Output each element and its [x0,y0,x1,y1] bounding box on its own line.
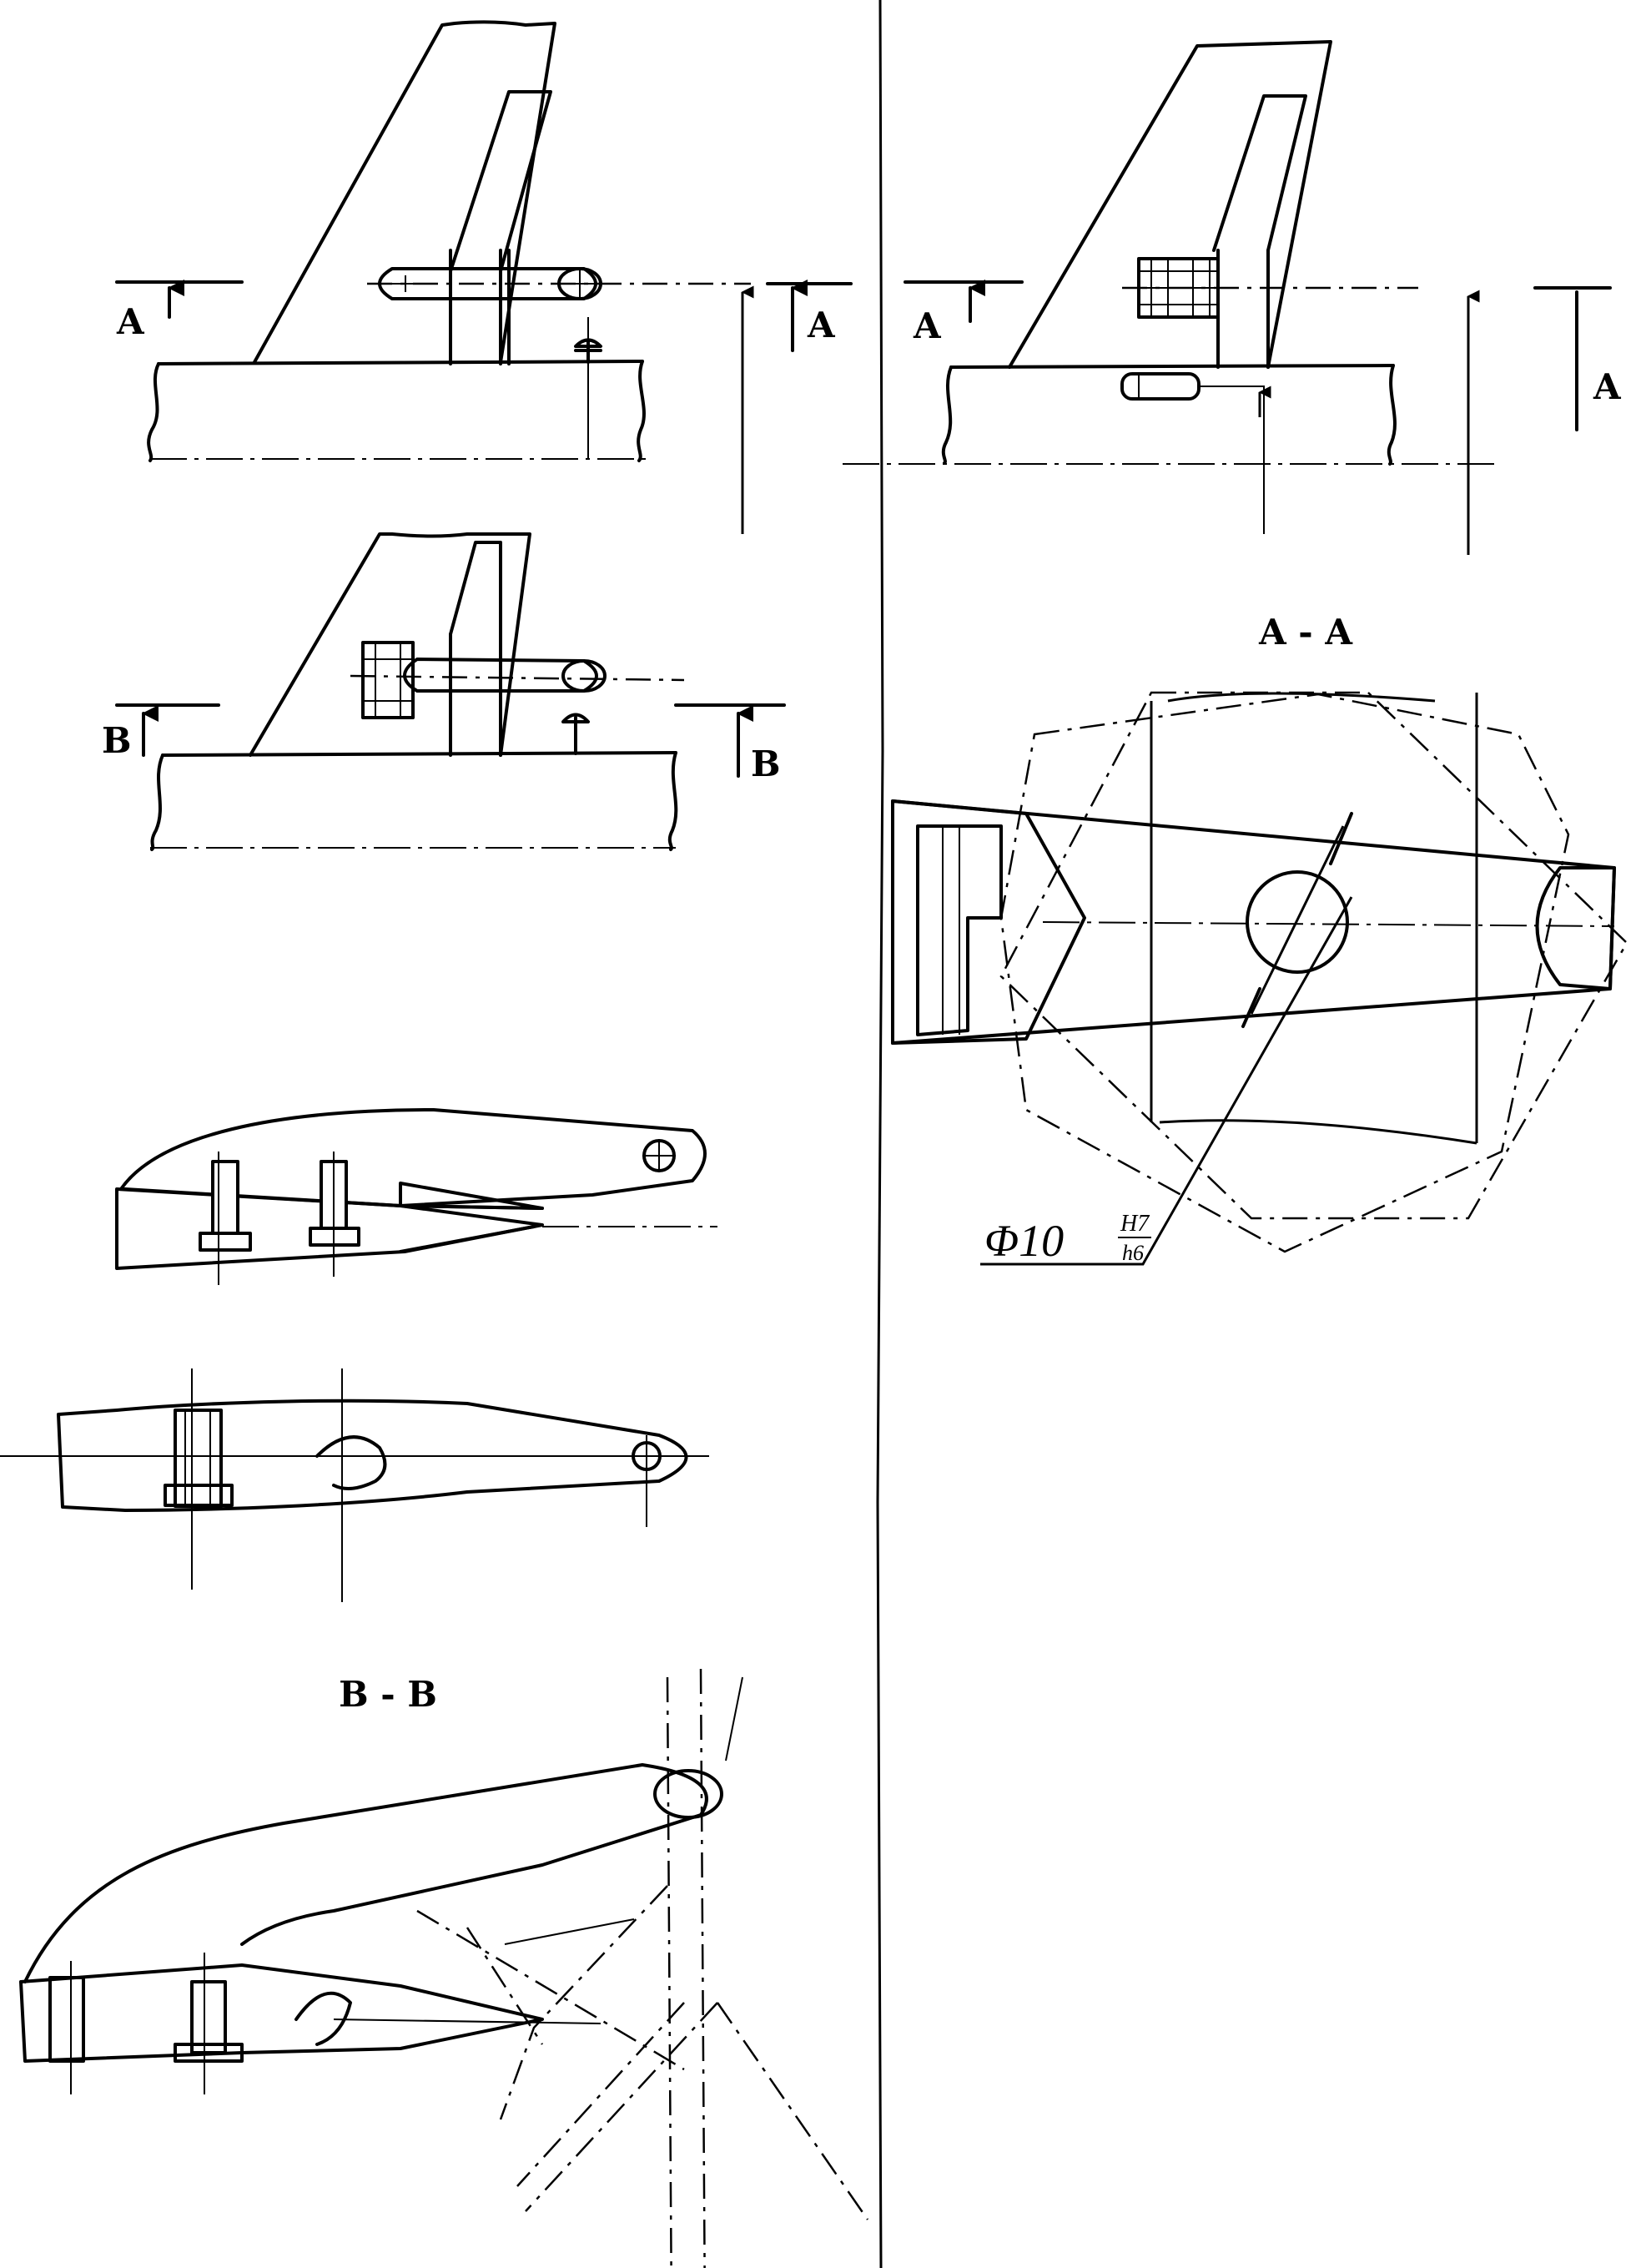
view-top-right: A A [843,40,1622,555]
view-section-b: B B [102,532,786,851]
sheet-divider-line [876,0,884,2268]
view-top-left: A A [115,20,853,534]
fit-dimension-lower: h6 [1122,1241,1144,1265]
view-arm-plan [0,1368,709,1602]
section-title-bb: B - B [339,1674,437,1715]
section-mark-a-right-2: A [1593,366,1622,407]
fit-dimension-prefix: Φ10 [984,1216,1064,1266]
section-mark-a-left: A [116,301,145,342]
view-section-bb: B - B [19,1668,869,2268]
section-mark-a-right: A [807,305,836,345]
section-mark-b-left: B [102,720,132,761]
view-arm-profile [115,1108,717,1285]
section-mark-b-right: B [751,743,781,784]
view-section-aa: A - A Φ10 H7 h6 [891,612,1628,1266]
section-title-aa: A - A [1258,612,1353,653]
fit-dimension-upper: H7 [1120,1211,1150,1237]
section-mark-a-left-2: A [913,305,942,346]
